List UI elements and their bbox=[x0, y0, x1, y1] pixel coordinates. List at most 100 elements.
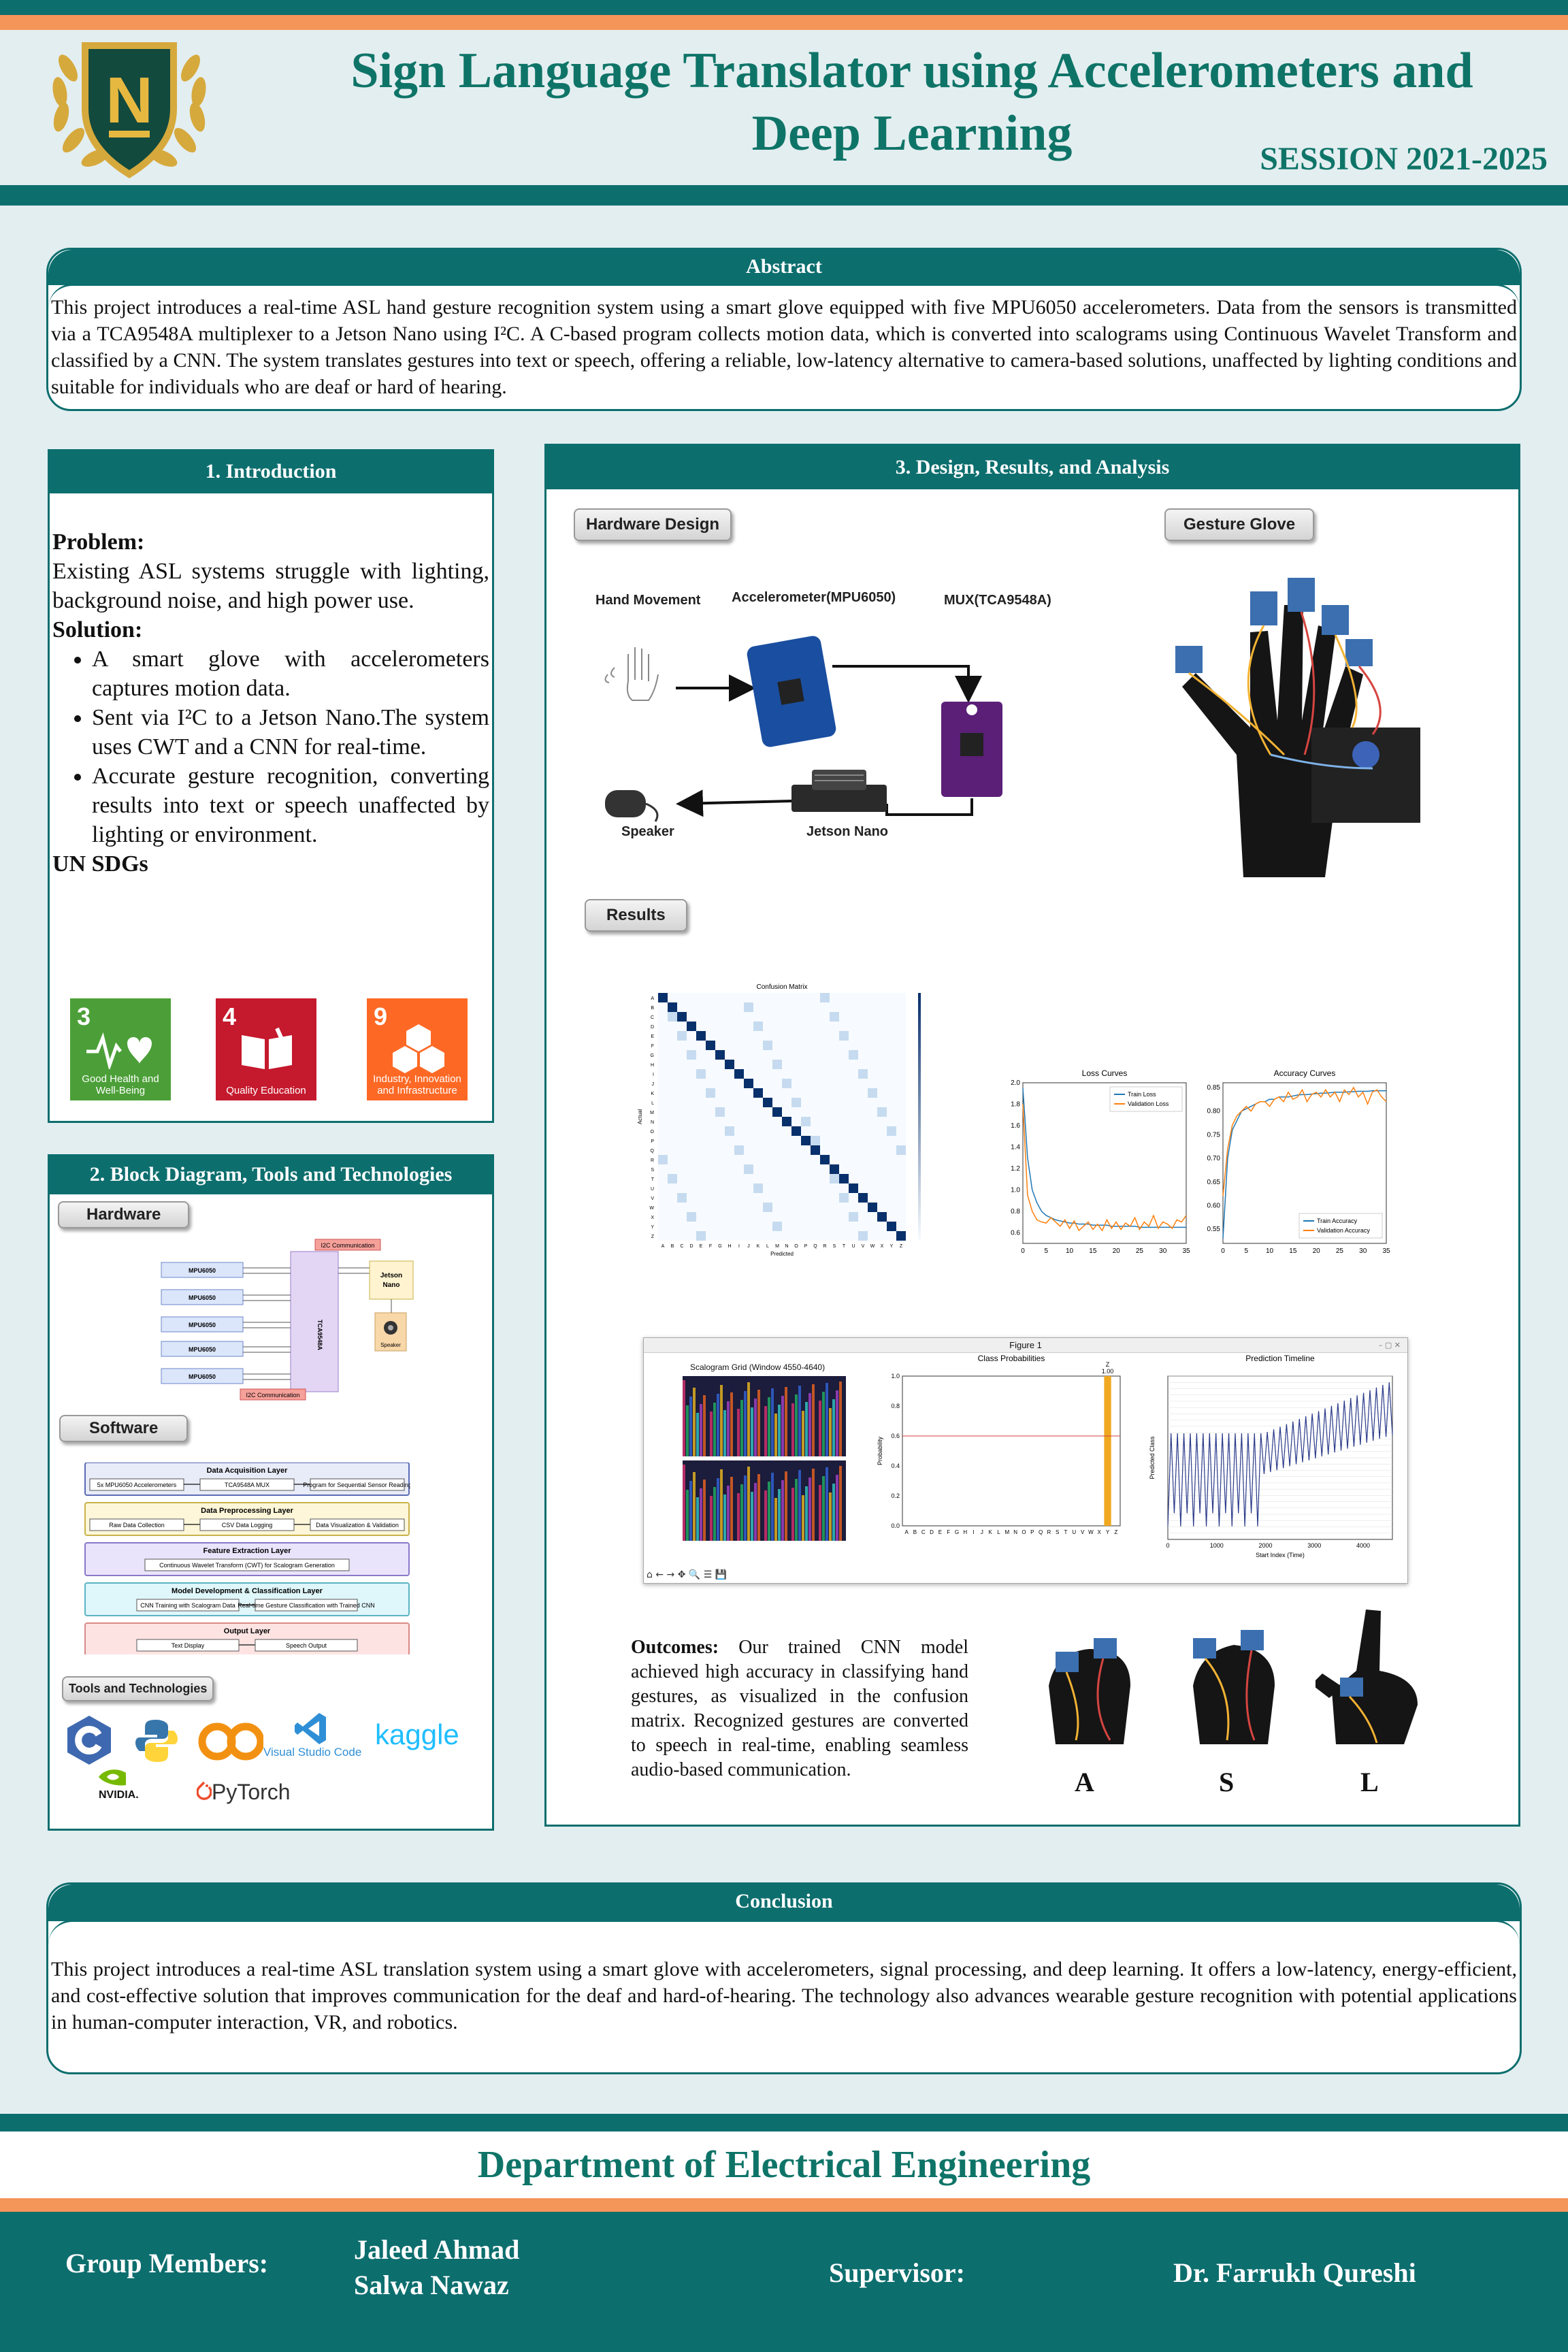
figure-window-title: Figure 1 bbox=[644, 1338, 1407, 1353]
confusion-cell bbox=[896, 1193, 906, 1203]
confusion-cell bbox=[687, 1136, 696, 1145]
header-top-band bbox=[0, 0, 1568, 15]
solution-item: Sent via I²C to a Jetson Nano.The system… bbox=[92, 703, 489, 762]
confusion-cell bbox=[734, 1212, 744, 1222]
confusion-cell bbox=[801, 1212, 811, 1222]
svg-text:TCA9548A: TCA9548A bbox=[316, 1320, 323, 1351]
confusion-cell bbox=[791, 1012, 801, 1022]
acc-xtick: 5 bbox=[1245, 1247, 1249, 1255]
confusion-cell bbox=[849, 1155, 858, 1164]
scalogram-band bbox=[723, 1494, 726, 1541]
abstract-body: This project introduces a real-time ASL … bbox=[48, 284, 1520, 400]
confusion-cell bbox=[830, 1107, 839, 1117]
confusion-cell bbox=[753, 1222, 763, 1231]
confusion-cell bbox=[715, 1203, 725, 1212]
confusion-cell bbox=[715, 1050, 725, 1060]
confusion-cell bbox=[715, 1174, 725, 1183]
confusion-cell bbox=[658, 1222, 668, 1231]
hardware-button: Hardware bbox=[58, 1201, 190, 1228]
confusion-cell bbox=[715, 1231, 725, 1241]
confusion-cell bbox=[801, 1155, 811, 1164]
confusion-cell bbox=[668, 1022, 677, 1031]
scalogram-band bbox=[727, 1401, 730, 1456]
outcomes-paragraph: Outcomes: Our trained CNN model achieved… bbox=[631, 1635, 968, 1782]
confusion-cell bbox=[715, 1136, 725, 1145]
confusion-cell bbox=[811, 1117, 820, 1126]
confusion-cell bbox=[858, 1117, 868, 1126]
confusion-cell bbox=[849, 1222, 858, 1231]
confusion-cell bbox=[839, 1136, 849, 1145]
confusion-cell bbox=[858, 1212, 868, 1222]
confusion-cell bbox=[763, 1203, 772, 1212]
confusion-cell bbox=[887, 1069, 896, 1079]
confusion-cell bbox=[849, 1203, 858, 1212]
confusion-cell bbox=[677, 1174, 687, 1183]
confusion-cell bbox=[849, 1212, 858, 1222]
confusion-cell bbox=[677, 1231, 687, 1241]
scalogram-band bbox=[764, 1490, 767, 1541]
prob-xtick: A bbox=[904, 1529, 909, 1535]
confusion-row-label: P bbox=[651, 1139, 654, 1144]
confusion-cell bbox=[896, 1203, 906, 1212]
confusion-cell bbox=[839, 1031, 849, 1041]
confusion-cell bbox=[658, 1041, 668, 1050]
confusion-cell bbox=[772, 1012, 782, 1022]
prob-ytick: 0.2 bbox=[891, 1492, 900, 1499]
confusion-cell bbox=[791, 1031, 801, 1041]
confusion-row-label: K bbox=[651, 1092, 654, 1096]
footer-department-band: Department of Electrical Engineering bbox=[0, 2132, 1568, 2198]
confusion-cell bbox=[687, 1155, 696, 1164]
layer-item-label: Text Display bbox=[172, 1642, 205, 1649]
confusion-cell bbox=[782, 1193, 791, 1203]
confusion-cell bbox=[706, 1203, 715, 1212]
confusion-cell bbox=[715, 1012, 725, 1022]
layer-item-box bbox=[255, 1639, 358, 1652]
layer-item-label: CSV Data Logging bbox=[222, 1522, 273, 1529]
confusion-cell bbox=[696, 1126, 706, 1136]
pytorch-label: PyTorch bbox=[212, 1780, 291, 1804]
timeline-xtick: 0 bbox=[1166, 1542, 1169, 1549]
scalogram-band bbox=[791, 1488, 794, 1541]
confusion-cell bbox=[896, 1145, 906, 1155]
acc-ytick: 0.80 bbox=[1207, 1108, 1221, 1115]
scalogram-band bbox=[693, 1472, 696, 1541]
confusion-cell bbox=[677, 993, 687, 1002]
confusion-cell bbox=[791, 1174, 801, 1183]
scalogram-band bbox=[832, 1399, 835, 1456]
confusion-cell bbox=[887, 1060, 896, 1069]
confusion-cell bbox=[677, 1183, 687, 1193]
confusion-cell bbox=[820, 1193, 830, 1203]
confusion-cell bbox=[849, 1098, 858, 1107]
scalogram-band bbox=[757, 1474, 760, 1541]
confusion-cell bbox=[677, 1164, 687, 1174]
confusion-cell bbox=[811, 1050, 820, 1060]
confusion-cell bbox=[772, 1145, 782, 1155]
prob-annotation: Z bbox=[1106, 1361, 1110, 1368]
confusion-cell bbox=[772, 1022, 782, 1031]
header-bottom-band bbox=[0, 185, 1568, 206]
confusion-cell bbox=[715, 1022, 725, 1031]
confusion-cell bbox=[811, 1212, 820, 1222]
layer-item-label: Program for Sequential Sensor Reading bbox=[303, 1482, 410, 1488]
confusion-cell bbox=[696, 1193, 706, 1203]
prob-xtick: E bbox=[938, 1529, 942, 1535]
confusion-cell bbox=[849, 1107, 858, 1117]
confusion-cell bbox=[887, 1117, 896, 1126]
confusion-cell bbox=[801, 1098, 811, 1107]
confusion-cell bbox=[887, 1107, 896, 1117]
prob-xtick: P bbox=[1030, 1529, 1034, 1535]
confusion-cell bbox=[896, 1212, 906, 1222]
confusion-col-label: R bbox=[823, 1244, 826, 1249]
confusion-cell bbox=[791, 1079, 801, 1088]
confusion-cell bbox=[868, 1098, 877, 1107]
confusion-cell bbox=[668, 1098, 677, 1107]
loss-ytick: 1.6 bbox=[1011, 1122, 1020, 1130]
confusion-cell bbox=[858, 1145, 868, 1155]
confusion-cell bbox=[763, 1183, 772, 1193]
confusion-cell bbox=[782, 993, 791, 1002]
acc-xtick: 25 bbox=[1336, 1247, 1344, 1255]
svg-text:I2C Communication: I2C Communication bbox=[246, 1392, 299, 1399]
confusion-cell bbox=[706, 1031, 715, 1041]
jetson-nano-board bbox=[791, 770, 887, 812]
confusion-cell bbox=[734, 1041, 744, 1050]
